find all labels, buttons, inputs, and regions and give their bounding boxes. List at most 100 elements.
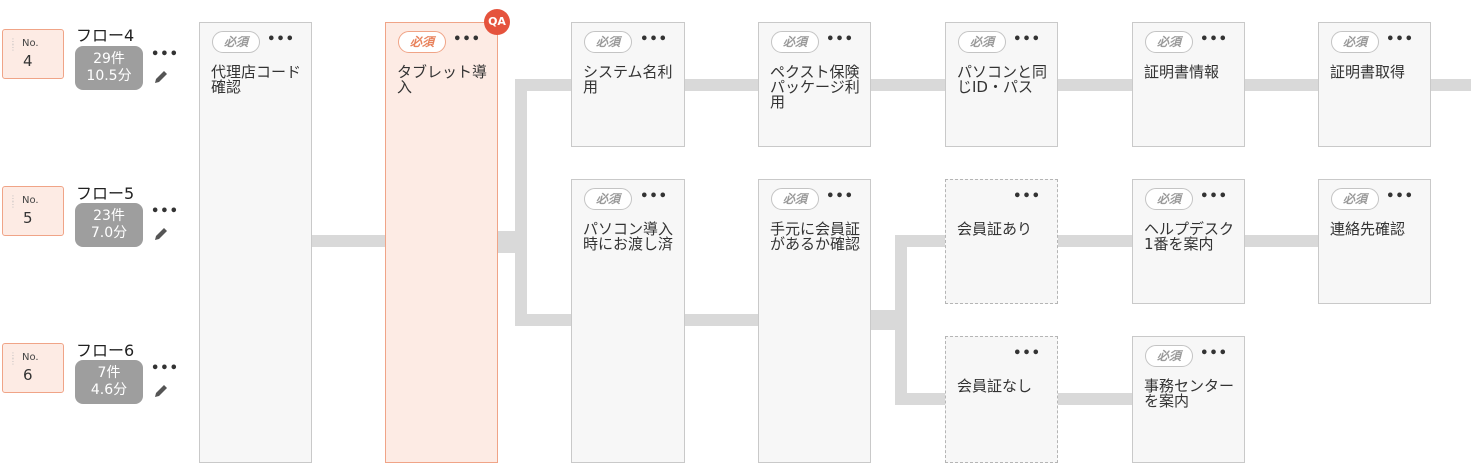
card-title: システム名利用 <box>583 63 673 96</box>
card-title: パソコンと同じID・パス <box>957 63 1048 96</box>
flow-number: 4 <box>23 52 33 70</box>
connector <box>1056 235 1133 247</box>
branch-card[interactable]: ••• 会員証なし <box>945 336 1058 463</box>
connector <box>1429 79 1471 91</box>
card-more-icon[interactable]: ••• <box>267 32 295 47</box>
required-badge: 必須 <box>1331 31 1379 53</box>
connector <box>684 79 760 91</box>
required-badge: 必須 <box>584 31 632 53</box>
required-badge: 必須 <box>398 31 446 53</box>
connector <box>870 310 900 330</box>
required-badge: 必須 <box>958 31 1006 53</box>
card-title: タブレット導入 <box>397 63 488 96</box>
flow-name: フロー6 <box>76 341 135 360</box>
card-title: 代理店コード確認 <box>211 63 302 96</box>
pencil-icon[interactable] <box>152 68 170 86</box>
flow-number-label: No. <box>22 195 39 206</box>
card-title: 手元に会員証があるか確認 <box>770 220 861 253</box>
flow-number-box[interactable]: ⋮⋮ No. 6 <box>2 343 64 393</box>
flow-more-icon[interactable]: ••• <box>151 361 179 376</box>
card-more-icon[interactable]: ••• <box>1386 189 1414 204</box>
card-more-icon[interactable]: ••• <box>1386 32 1414 47</box>
connector <box>515 79 527 326</box>
step-card[interactable]: 必須 ••• 証明書情報 <box>1132 22 1245 147</box>
flow-stats-badge: 7件 4.6分 <box>75 360 143 404</box>
pencil-icon[interactable] <box>152 225 170 243</box>
step-card[interactable]: 必須 ••• ペクスト保険パッケージ利用 <box>758 22 871 147</box>
connector <box>311 235 387 247</box>
flow-number-label: No. <box>22 38 39 49</box>
step-card[interactable]: 必須 ••• パソコン導入時にお渡し済 <box>571 179 685 463</box>
connector <box>895 235 946 247</box>
card-title: 会員証あり <box>957 220 1033 238</box>
drag-handle-icon[interactable]: ⋮⋮ <box>9 351 17 366</box>
required-badge: 必須 <box>1145 31 1193 53</box>
connector <box>895 235 907 405</box>
connector <box>870 79 946 91</box>
connector <box>1243 79 1320 91</box>
required-badge: 必須 <box>1331 188 1379 210</box>
qa-badge[interactable]: QA <box>484 9 510 35</box>
card-title: 連絡先確認 <box>1330 220 1406 238</box>
connector <box>1056 393 1133 405</box>
card-more-icon[interactable]: ••• <box>640 189 668 204</box>
flow-time: 7.0分 <box>90 225 128 241</box>
pencil-icon[interactable] <box>152 382 170 400</box>
card-title: 証明書情報 <box>1144 63 1220 81</box>
required-badge: 必須 <box>771 188 819 210</box>
card-title: ヘルプデスク1番を案内 <box>1144 220 1235 253</box>
connector <box>684 314 760 326</box>
card-more-icon[interactable]: ••• <box>640 32 668 47</box>
step-card-selected[interactable]: 必須 ••• タブレット導入 <box>385 22 498 463</box>
required-badge: 必須 <box>771 31 819 53</box>
required-badge: 必須 <box>1145 188 1193 210</box>
card-more-icon[interactable]: ••• <box>453 32 481 47</box>
card-title: パソコン導入時にお渡し済 <box>583 220 674 253</box>
card-more-icon[interactable]: ••• <box>1013 32 1041 47</box>
step-card[interactable]: 必須 ••• 手元に会員証があるか確認 <box>758 179 871 463</box>
card-more-icon[interactable]: ••• <box>826 32 854 47</box>
flow-more-icon[interactable]: ••• <box>151 204 179 219</box>
drag-handle-icon[interactable]: ⋮⋮ <box>9 37 17 52</box>
required-badge: 必須 <box>584 188 632 210</box>
step-card[interactable]: 必須 ••• システム名利用 <box>571 22 685 147</box>
connector <box>1056 79 1133 91</box>
flow-count: 29件 <box>93 51 125 67</box>
connector <box>515 79 573 91</box>
card-title: 証明書取得 <box>1330 63 1406 81</box>
flow-name: フロー5 <box>76 184 135 203</box>
card-more-icon[interactable]: ••• <box>826 189 854 204</box>
step-card[interactable]: 必須 ••• 連絡先確認 <box>1318 179 1431 304</box>
card-more-icon[interactable]: ••• <box>1013 189 1041 204</box>
flow-count: 23件 <box>93 208 125 224</box>
card-title: ペクスト保険パッケージ利用 <box>770 63 860 111</box>
card-more-icon[interactable]: ••• <box>1200 346 1228 361</box>
drag-handle-icon[interactable]: ⋮⋮ <box>9 194 17 209</box>
connector <box>497 231 517 253</box>
card-title: 会員証なし <box>957 377 1033 395</box>
required-badge: 必須 <box>1145 345 1193 367</box>
flow-stats-badge: 23件 7.0分 <box>75 203 143 247</box>
connector <box>515 314 573 326</box>
flow-number-box[interactable]: ⋮⋮ No. 4 <box>2 29 64 79</box>
flow-count: 7件 <box>97 365 121 381</box>
step-card[interactable]: 必須 ••• 証明書取得 <box>1318 22 1431 147</box>
card-more-icon[interactable]: ••• <box>1013 346 1041 361</box>
required-badge: 必須 <box>212 31 260 53</box>
flow-time: 4.6分 <box>90 382 128 398</box>
card-more-icon[interactable]: ••• <box>1200 189 1228 204</box>
flow-number: 5 <box>23 209 33 227</box>
step-card[interactable]: 必須 ••• パソコンと同じID・パス <box>945 22 1058 147</box>
card-more-icon[interactable]: ••• <box>1200 32 1228 47</box>
connector <box>895 393 946 405</box>
step-card[interactable]: 必須 ••• ヘルプデスク1番を案内 <box>1132 179 1245 304</box>
step-card[interactable]: 必須 ••• 代理店コード確認 <box>199 22 312 463</box>
flow-time: 10.5分 <box>86 68 132 84</box>
flow-more-icon[interactable]: ••• <box>151 47 179 62</box>
branch-card[interactable]: ••• 会員証あり <box>945 179 1058 304</box>
card-title: 事務センターを案内 <box>1144 377 1235 410</box>
step-card[interactable]: 必須 ••• 事務センターを案内 <box>1132 336 1245 463</box>
flow-stats-badge: 29件 10.5分 <box>75 46 143 90</box>
flow-number-box[interactable]: ⋮⋮ No. 5 <box>2 186 64 236</box>
flow-name: フロー4 <box>76 26 135 45</box>
